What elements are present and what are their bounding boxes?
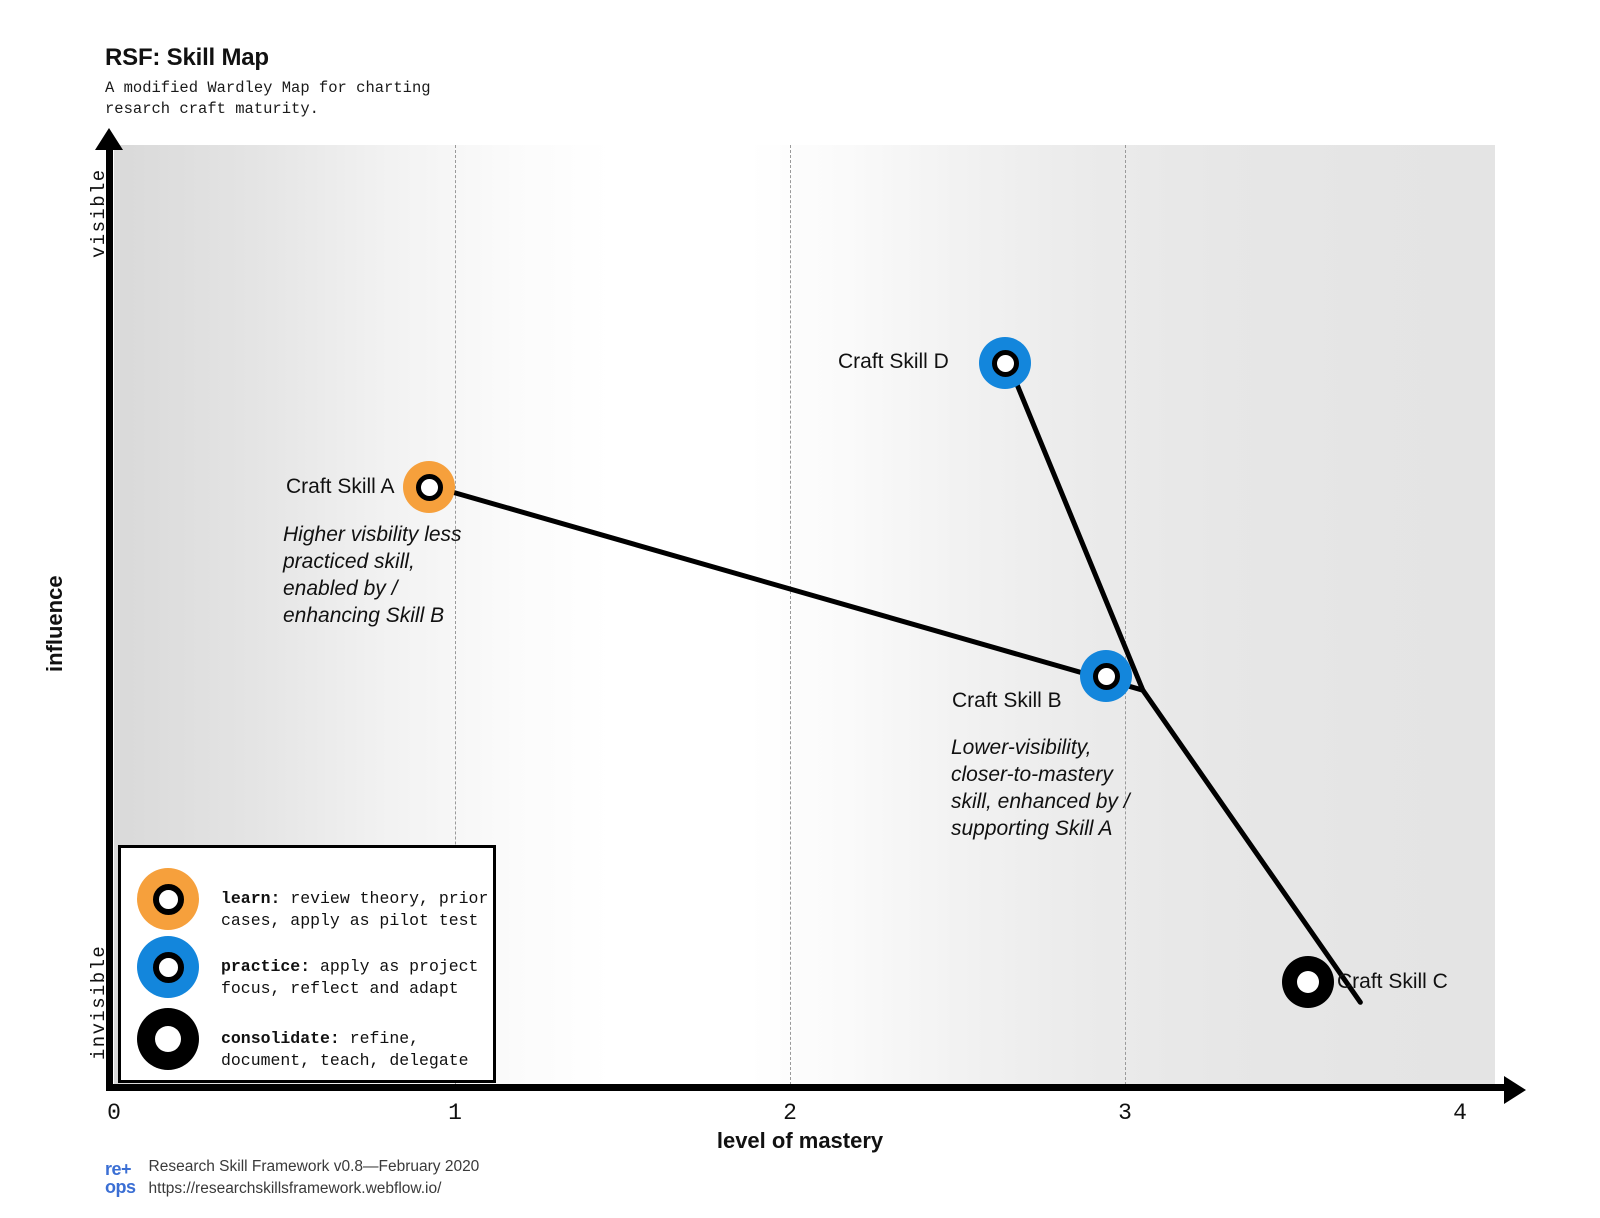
legend-swatch-learn-icon	[137, 868, 199, 931]
x-tick-label-4: 4	[1453, 1100, 1467, 1126]
y-axis-line	[106, 144, 113, 1090]
node-skill-a-note: Higher visbility less practiced skill, e…	[283, 523, 462, 627]
legend-desc-practice: apply as project focus, reflect and adap…	[221, 957, 479, 999]
node-skill-a-ring	[415, 473, 443, 501]
node-skill-d-label: Craft Skill D	[838, 350, 949, 373]
legend-term-practice: practice:	[221, 957, 311, 977]
node-skill-b-note: Lower-visibility, closer-to-mastery skil…	[951, 736, 1130, 840]
legend-item-practice: practice: apply as project focus, reflec…	[137, 934, 478, 1000]
legend-label-practice: practice: apply as project focus, reflec…	[221, 934, 478, 1000]
node-skill-a-label: Craft Skill A	[286, 475, 395, 498]
node-skill-b[interactable]	[1080, 650, 1132, 702]
x-axis-title: level of mastery	[716, 1128, 884, 1153]
node-skill-b-label: Craft Skill B	[952, 689, 1062, 712]
legend-label-learn: learn: review theory, prior cases, apply…	[221, 866, 488, 932]
legend-swatch-consolidate-icon	[137, 1008, 199, 1071]
legend-swatch-practice-icon	[137, 936, 199, 999]
footer-version: Research Skill Framework v0.8—February 2…	[148, 1158, 480, 1175]
x-tick-label-1: 1	[448, 1100, 462, 1126]
x-axis-arrowhead	[1504, 1076, 1526, 1104]
node-skill-c[interactable]	[1282, 956, 1334, 1008]
node-skill-c-ring	[1297, 971, 1319, 993]
page-title: RSF: Skill Map	[105, 44, 269, 71]
legend-desc-consolidate: refine, document, teach, delegate	[221, 1029, 469, 1071]
legend-item-learn: learn: review theory, prior cases, apply…	[137, 866, 488, 932]
node-skill-c-label: Craft Skill C	[1337, 970, 1448, 993]
footer-url-link[interactable]: https://researchskillsframework.webflow.…	[148, 1180, 442, 1197]
legend-label-consolidate: consolidate: refine, document, teach, de…	[221, 1006, 469, 1072]
x-axis-line	[106, 1084, 1510, 1091]
node-skill-d-ring	[991, 349, 1019, 377]
page-subtitle: A modified Wardley Map for charting resa…	[105, 78, 431, 118]
legend-desc-learn: review theory, prior cases, apply as pil…	[221, 889, 489, 931]
gridline-3	[1125, 145, 1126, 1085]
header: RSF: Skill Map A modified Wardley Map fo…	[105, 44, 431, 120]
legend: learn: review theory, prior cases, apply…	[118, 845, 496, 1083]
legend-item-consolidate: consolidate: refine, document, teach, de…	[137, 1006, 469, 1072]
node-skill-b-ring	[1092, 662, 1120, 690]
node-skill-d[interactable]	[979, 337, 1031, 389]
gridline-2	[790, 145, 791, 1085]
reops-logo-line2: ops	[105, 1177, 136, 1197]
footer-text: Research Skill Framework v0.8—February 2…	[149, 1156, 480, 1200]
x-tick-label-3: 3	[1118, 1100, 1132, 1126]
footer: re+ ops Research Skill Framework v0.8—Fe…	[105, 1156, 479, 1200]
legend-term-learn: learn:	[221, 889, 281, 909]
y-axis-arrowhead	[95, 128, 123, 150]
y-tick-label-invisible: invisible	[88, 944, 110, 1060]
x-tick-label-0: 0	[107, 1100, 121, 1126]
legend-term-consolidate: consolidate:	[221, 1029, 340, 1049]
y-axis-title: influence	[42, 575, 67, 672]
y-tick-label-visible: visible	[88, 168, 110, 258]
x-tick-label-2: 2	[783, 1100, 797, 1126]
reops-logo: re+ ops	[105, 1160, 136, 1196]
reops-logo-line1: re+	[105, 1159, 132, 1179]
node-skill-a[interactable]	[403, 461, 455, 513]
